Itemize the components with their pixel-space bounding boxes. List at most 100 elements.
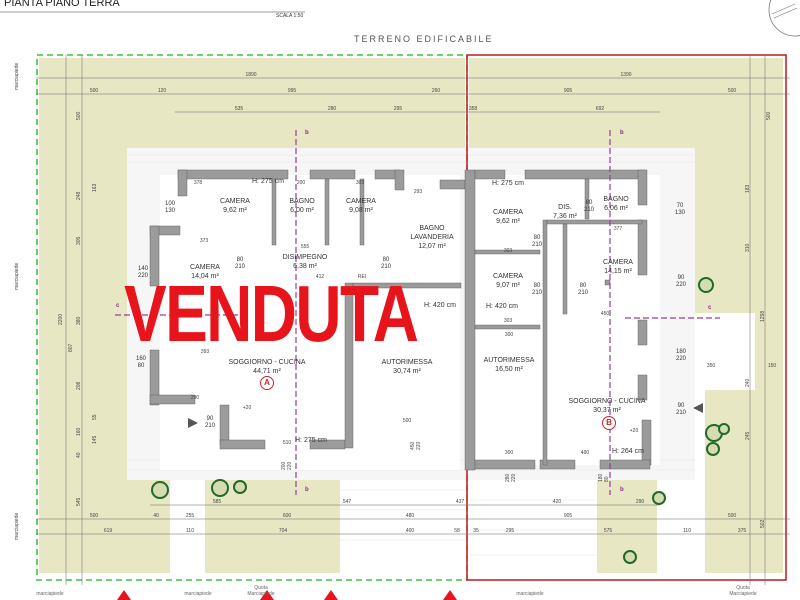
dimension: 295: [393, 106, 403, 112]
north-arrow-icon: [768, 0, 800, 37]
dimension: 55: [92, 414, 98, 420]
dimension: 995: [287, 88, 297, 94]
ceiling-height: H: 264 cm: [612, 448, 644, 455]
dimension: 500: [89, 88, 99, 94]
section-marker-b: b: [620, 487, 624, 493]
dimension: 500: [89, 513, 99, 519]
street-label: marciapiede: [14, 262, 20, 290]
section-marker-b: b: [305, 130, 309, 136]
section-marker-b: b: [305, 487, 309, 493]
dimension: 303: [355, 180, 365, 186]
dimension: 295: [505, 528, 515, 534]
dimension: 807: [68, 343, 74, 352]
dimension: 905: [563, 513, 573, 519]
dimension: 40: [76, 452, 82, 458]
opening-size: 90 210: [675, 403, 687, 416]
dimension: 555: [300, 244, 310, 250]
street-label: marciapiede: [184, 591, 212, 597]
dimension: 1298: [760, 310, 766, 322]
dimension: 575: [603, 528, 613, 534]
dimension: 255: [185, 513, 195, 519]
dimension: 110: [683, 528, 691, 534]
opening-size: 200 220: [281, 461, 293, 470]
dimension: 110: [186, 528, 194, 534]
dimension: 373: [199, 238, 209, 244]
dimension: 378: [193, 180, 203, 186]
dimension: 400: [405, 528, 415, 534]
opening-size: 180 220: [675, 349, 687, 362]
opening-size: 90 220: [675, 275, 687, 288]
unit-a-badge: A: [260, 376, 274, 390]
sold-stamp: VENDUTA: [124, 269, 419, 358]
ceiling-height: H: 275 cm: [492, 180, 524, 187]
opening-size: 80 210: [380, 257, 392, 270]
dimension: 183: [745, 184, 751, 193]
section-marker-c: c: [116, 303, 120, 309]
walls: [149, 169, 652, 471]
dimension: 547: [342, 499, 352, 505]
quota-label: Quota Marciapiede: [729, 585, 757, 597]
unit-b-badge: B: [602, 416, 616, 430]
opening-size: 180 80: [598, 473, 610, 482]
quota-label: Quota Marciapiede: [247, 585, 275, 597]
opening-size: 100 130: [164, 201, 176, 214]
street-access-markers: [117, 590, 457, 600]
dimension: 692: [595, 106, 605, 112]
dimension: 200: [296, 180, 306, 186]
dimension: 393: [200, 349, 210, 355]
opening-size: 80 210: [234, 257, 246, 270]
dimension: 500: [402, 418, 412, 424]
dimension: 1390: [620, 72, 632, 78]
dimension: 500: [76, 111, 82, 120]
dimension: 619: [103, 528, 113, 534]
dimension: 305: [76, 236, 82, 245]
dimension: 303: [503, 248, 513, 254]
trees: [151, 277, 730, 564]
dimension: 380: [76, 316, 82, 325]
dimension: 240: [745, 378, 751, 387]
dimension: 145: [92, 435, 98, 444]
dimension: 280: [327, 106, 337, 112]
dimension: 40: [153, 513, 159, 519]
dimension: 1890: [245, 72, 257, 78]
opening-size: 80 210: [531, 283, 543, 296]
dimension: 510: [282, 440, 292, 446]
opening-size: 80 210: [583, 200, 595, 213]
section-marker-c: c: [708, 305, 712, 311]
street-label: marciapiede: [14, 512, 20, 540]
page-title: PIANTA PIANO TERRA: [4, 0, 120, 9]
ceiling-height: H: 420 cm: [486, 303, 518, 310]
dimension: 500: [766, 111, 772, 120]
ceiling-height: H: 275 cm: [252, 178, 284, 185]
dimension: 260: [431, 88, 441, 94]
garden-areas: [39, 58, 783, 573]
entrance-arrow-icon: [188, 418, 198, 428]
dimension: 300: [504, 450, 514, 456]
opening-size: 450 220: [410, 441, 422, 450]
dimension: 420: [552, 499, 562, 505]
dimension: 375: [737, 528, 747, 534]
dimension: 2200: [58, 313, 64, 325]
ceiling-height: H: 420 cm: [424, 302, 456, 309]
dimension: 303: [503, 318, 513, 324]
dimension: 585: [212, 499, 222, 505]
dimension: 377: [613, 226, 623, 232]
dimension: 163: [92, 183, 98, 192]
level-mark: +20: [242, 405, 252, 411]
dimension: 290: [190, 395, 200, 401]
fire-door-label: REI: [357, 274, 367, 280]
dimension: 480: [405, 513, 415, 519]
street-label: marciapiede: [36, 591, 64, 597]
dimension: 350: [706, 363, 716, 369]
opening-size: 70 130: [674, 203, 686, 216]
dimension: 120: [157, 88, 167, 94]
